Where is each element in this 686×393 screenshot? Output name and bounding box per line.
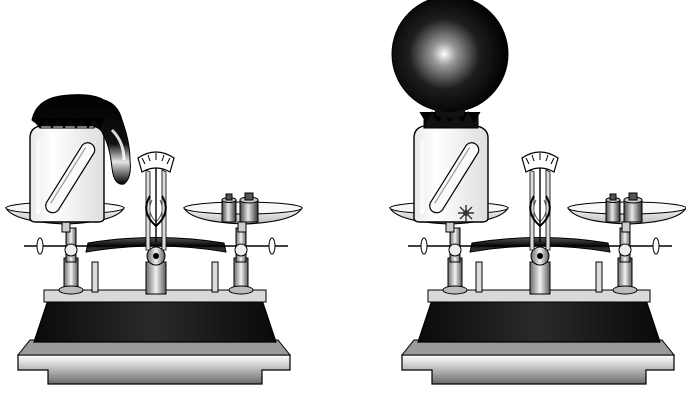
balance-scale-left [6, 95, 302, 384]
sparks-icon [458, 205, 474, 221]
balloon-inflated-icon [392, 0, 508, 128]
balance-scale-right [390, 0, 686, 384]
